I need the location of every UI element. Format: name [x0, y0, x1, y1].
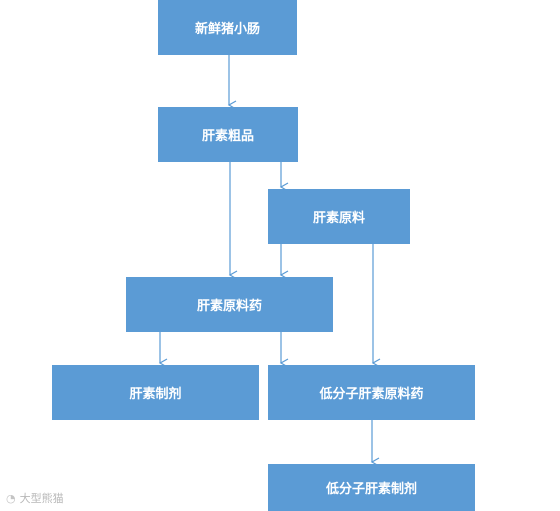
- watermark: ◔ 大型熊猫: [6, 490, 64, 506]
- watermark-logo-icon: ◔: [6, 491, 16, 505]
- node-heparin-preparation: 肝素制剂: [52, 365, 259, 420]
- node-heparin-raw-drug: 肝素原料药: [126, 277, 333, 332]
- node-lmw-heparin-raw-drug: 低分子肝素原料药: [268, 365, 475, 420]
- node-lmw-heparin-preparation: 低分子肝素制剂: [268, 464, 475, 511]
- watermark-text: 大型熊猫: [19, 492, 64, 505]
- node-heparin-crude: 肝素粗品: [158, 107, 298, 162]
- node-fresh-pig-intestine: 新鲜猪小肠: [158, 0, 297, 55]
- node-heparin-raw: 肝素原料: [268, 189, 410, 244]
